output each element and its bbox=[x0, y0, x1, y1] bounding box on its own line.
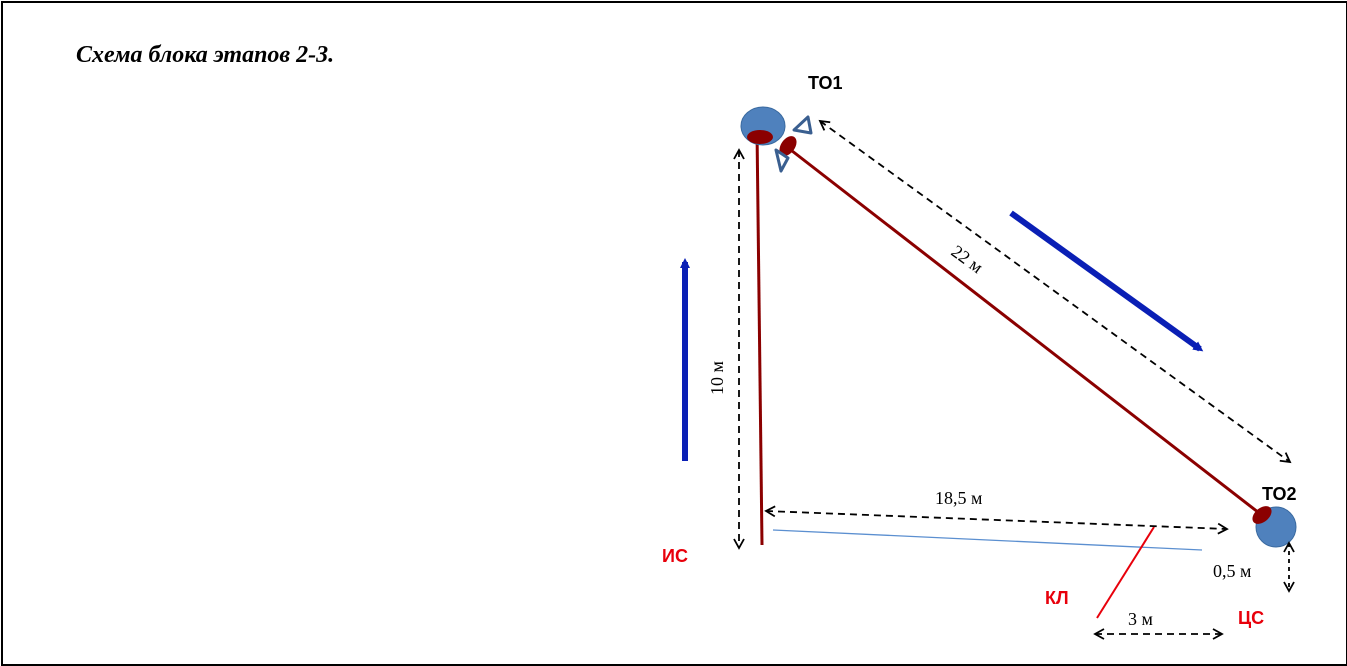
label-kl: КЛ bbox=[1045, 588, 1069, 608]
label-to2: ТО2 bbox=[1262, 484, 1297, 504]
dimension-label-0-5m: 0,5 м bbox=[1213, 561, 1251, 581]
carabiner-icon bbox=[774, 148, 790, 173]
diagram-title: Схема блока этапов 2-3. bbox=[76, 42, 335, 68]
dimension-label-3m: 3 м bbox=[1128, 609, 1153, 629]
dimension-label-10m: 10 м bbox=[707, 361, 727, 395]
dimension-label-22m: 22 м bbox=[948, 241, 987, 277]
kl-line bbox=[1096, 526, 1155, 619]
rope-vertical bbox=[755, 129, 764, 546]
label-is: ИС bbox=[662, 546, 688, 566]
carabiner-icon bbox=[792, 115, 813, 135]
dimension-arrow-22m bbox=[818, 119, 1292, 464]
ground-line bbox=[772, 529, 1203, 551]
to1-anchor bbox=[747, 130, 773, 144]
to2-anchor bbox=[1252, 506, 1272, 524]
label-to1: ТО1 bbox=[808, 73, 843, 93]
label-tss: ЦС bbox=[1238, 608, 1264, 628]
dimension-arrow-18-5m bbox=[764, 505, 1229, 535]
to1-anchor-diagonal bbox=[779, 136, 797, 156]
dimension-label-18-5m: 18,5 м bbox=[935, 488, 982, 508]
rope-diagonal bbox=[786, 145, 1264, 518]
